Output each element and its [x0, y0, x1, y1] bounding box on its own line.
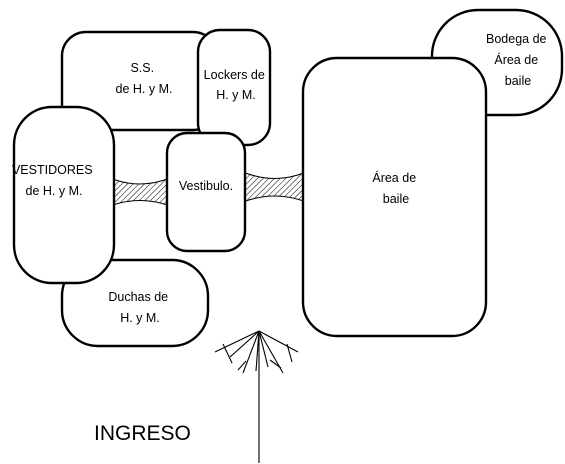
label-area-baile: Área de baile	[372, 170, 419, 206]
label-duchas-line-2: H. y M.	[120, 311, 160, 325]
label-duchas-line-1: Duchas de	[108, 290, 168, 304]
label-bodega: Bodega de Área de baile	[486, 32, 550, 88]
label-vestidores-line-1: VESTIDORES	[12, 163, 93, 177]
connector-vestidores-vestibulo	[109, 177, 171, 207]
label-lockers-line-2: H. y M.	[216, 88, 256, 102]
label-lockers: Lockers de H. y M.	[204, 68, 269, 102]
label-vestibulo: Vestibulo.	[179, 179, 233, 193]
connector-vestibulo-area-baile	[242, 171, 307, 203]
label-vestidores: VESTIDORES de H. y M.	[12, 163, 96, 198]
label-bodega-line-2: Área de	[494, 52, 538, 67]
room-duchas	[60, 258, 210, 348]
entrance-arrow-icon	[214, 330, 299, 463]
label-area-baile-line-2: baile	[383, 192, 409, 206]
label-vestibulo-line-1: Vestibulo.	[179, 179, 233, 193]
label-area-baile-line-1: Área de	[372, 170, 416, 185]
label-duchas: Duchas de H. y M.	[108, 290, 171, 325]
room-vestidores	[12, 105, 116, 285]
room-area-baile	[301, 56, 488, 338]
label-bodega-line-3: baile	[505, 74, 531, 88]
label-ss-line-2: de H. y M.	[116, 82, 173, 96]
label-ss-line-1: S.S.	[130, 61, 154, 75]
entrance-label: INGRESO	[94, 422, 191, 445]
label-vestidores-line-2: de H. y M.	[26, 184, 83, 198]
room-vestibulo	[165, 131, 247, 253]
label-bodega-line-1: Bodega de	[486, 32, 547, 46]
label-ss: S.S. de H. y M.	[116, 61, 173, 96]
label-lockers-line-1: Lockers de	[204, 68, 265, 82]
